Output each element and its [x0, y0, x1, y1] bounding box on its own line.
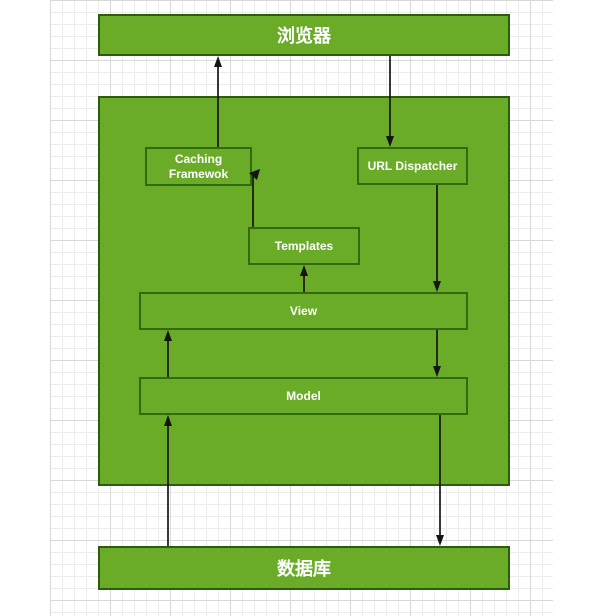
node-templates: Templates	[248, 227, 360, 265]
node-templates-label: Templates	[274, 239, 334, 253]
node-browser-label: 浏览器	[277, 26, 331, 46]
node-caching-framework: Caching Framewok	[145, 147, 252, 186]
node-database: 数据库	[98, 546, 510, 590]
node-model-label: Model	[286, 389, 321, 403]
node-view-label: View	[289, 304, 318, 318]
node-url-dispatcher-label: URL Dispatcher	[367, 159, 458, 173]
node-url-dispatcher: URL Dispatcher	[357, 147, 468, 185]
node-browser: 浏览器	[98, 14, 510, 56]
node-view: View	[139, 292, 468, 330]
node-model: Model	[139, 377, 468, 415]
node-caching-framework-label: Caching Framewok	[168, 151, 229, 181]
node-database-label: 数据库	[277, 559, 331, 579]
